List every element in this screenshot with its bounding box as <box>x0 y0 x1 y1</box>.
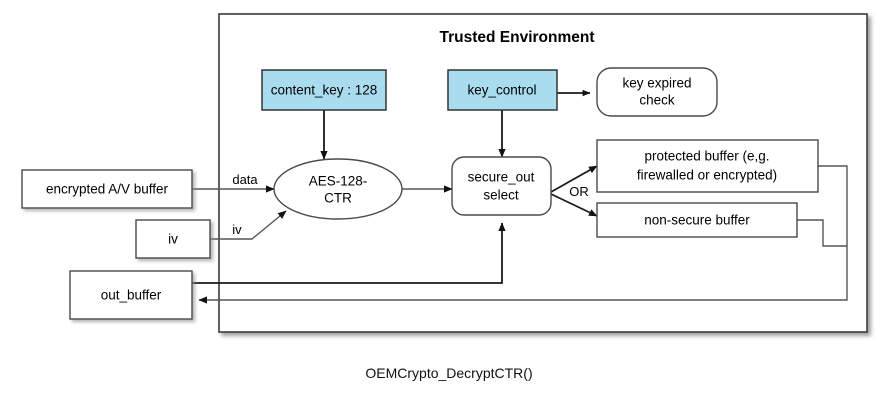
edge-protectedbuffer-right-rail <box>198 165 848 304</box>
node-content-key[interactable]: content_key : 128 <box>261 69 387 111</box>
aes-engine-label-line1: AES-128- <box>309 174 368 189</box>
out-buffer-label: out_buffer <box>101 288 162 303</box>
node-key-control[interactable]: key_control <box>447 69 558 111</box>
node-protected-buffer[interactable]: protected buffer (e,g. firewalled or enc… <box>596 139 819 193</box>
node-key-expired-check[interactable]: key expired check <box>596 67 718 117</box>
key-expired-check-label-line1: key expired <box>622 76 691 91</box>
edge-secureout-to-protectedbuffer <box>550 165 598 193</box>
protected-buffer-label-line2: firewalled or encrypted) <box>637 168 777 183</box>
trusted-environment-title: Trusted Environment <box>439 29 594 46</box>
edge-label-data: data <box>232 172 258 187</box>
edge-ivbox-to-aes <box>210 210 287 240</box>
secure-out-label-line1: secure_out <box>468 170 535 185</box>
protected-buffer-label-line1: protected buffer (e,g. <box>644 149 769 164</box>
diagram-caption: OEMCrypto_DecryptCTR() <box>365 365 532 381</box>
edge-nonsecurebuffer-right-rail <box>797 219 847 247</box>
edge-secureout-to-nonsecurebuffer <box>550 193 598 217</box>
node-secure-out-select[interactable]: secure_out select <box>451 156 552 216</box>
node-iv-buffer[interactable]: iv <box>135 219 211 259</box>
encrypted-av-buffer-label: encrypted A/V buffer <box>46 182 169 197</box>
connector-layer <box>192 89 848 304</box>
key-expired-check-label-line2: check <box>639 93 675 108</box>
node-non-secure-buffer[interactable]: non-secure buffer <box>596 202 798 238</box>
edge-outbuffer-to-secureout <box>192 222 506 284</box>
secure-out-label-line2: select <box>483 188 519 203</box>
aes-engine-label-line2: CTR <box>324 191 352 206</box>
node-out-buffer[interactable]: out_buffer <box>69 270 193 320</box>
edge-label-iv: iv <box>232 222 242 237</box>
node-aes-128-ctr[interactable]: AES-128- CTR <box>273 158 403 220</box>
iv-buffer-label: iv <box>168 232 178 247</box>
non-secure-buffer-label: non-secure buffer <box>644 213 750 228</box>
key-control-label: key_control <box>467 83 536 98</box>
content-key-label: content_key : 128 <box>271 83 378 98</box>
node-encrypted-av-buffer[interactable]: encrypted A/V buffer <box>21 169 193 209</box>
edge-label-or: OR <box>569 184 589 199</box>
